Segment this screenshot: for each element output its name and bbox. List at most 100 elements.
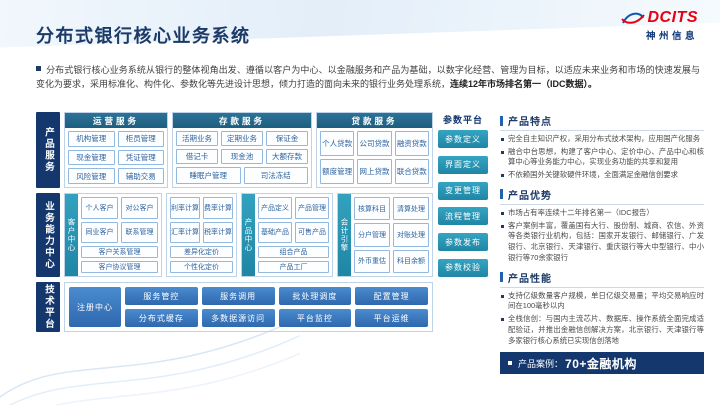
case-square-icon xyxy=(508,361,512,366)
row-product-services: 产品服务 运营服务 机构管理柜员管理现金管理凭证管理风险管理辅助交易 存款服务 … xyxy=(36,112,433,188)
product-center-strip: 产品中心 xyxy=(242,194,255,276)
accounting-engine-strip: 会计引擎 xyxy=(338,194,351,276)
module-box: 税率计算 xyxy=(203,221,233,243)
group-operations-title: 运营服务 xyxy=(65,113,167,128)
parameter-platform-title: 参数平台 xyxy=(442,115,483,125)
group-accounting-center: 会计引擎 核算科目清算处理分户管理对账处理外币重估科目余额 xyxy=(337,193,433,277)
row-label-product-services: 产品服务 xyxy=(36,112,60,188)
module-box: 辅助交易 xyxy=(117,168,164,184)
module-box: 基础产品 xyxy=(258,221,292,243)
module-box: 外币重估 xyxy=(354,249,390,273)
group-tech-platform: 注册中心 服务管控服务调用批处理调度配置管理 分布式缓存多数据源访问平台监控平台… xyxy=(64,282,433,332)
module-box: 借记卡 xyxy=(176,149,218,165)
section-title: 产品性能 xyxy=(508,273,552,285)
section-title: 产品优势 xyxy=(508,190,552,202)
module-box: 组合产品 xyxy=(258,246,329,258)
case-value: 70+金融机构 xyxy=(565,356,637,371)
product-cases-banner: 产品案例： 70+金融机构 xyxy=(500,352,704,375)
module-box: 客户协议管理 xyxy=(81,261,158,273)
module-box: 客户关系管理 xyxy=(81,246,158,258)
bullet-item: 完全自主知识产权，采用分布式技术架构，应用国产化服务 xyxy=(500,134,704,145)
module-box: 对账处理 xyxy=(393,223,429,247)
row-capability-center: 业务能力中心 客户中心 个人客户对公客户同业客户联系管理 客户关系管理客户协议管… xyxy=(36,193,433,277)
bullet-item: 全栈信创：与国内主流芯片、数据库、操作系统全面完成适配验证，并推出金融信创解决方… xyxy=(500,314,704,346)
section-product-advantages: 产品优势 市场占有率连续十二年排名第一（IDC报告）客户案例丰富，覆盖国有大行、… xyxy=(500,187,704,264)
module-box: 机构管理 xyxy=(68,131,115,147)
module-box: 核算科目 xyxy=(354,197,390,221)
group-parameter-platform: 参数平台 参数定义界面定义变更管理流程管理参数发布参数校验 xyxy=(438,112,488,277)
section-title: 产品特点 xyxy=(508,117,552,128)
parameter-box: 参数校验 xyxy=(438,258,488,277)
section-product-features: 产品特点 完全自主知识产权，采用分布式技术架构，应用国产化服务融合中台思想，构建… xyxy=(500,113,704,181)
case-label: 产品案例： xyxy=(518,358,564,369)
bullet-square-icon xyxy=(36,66,41,71)
group-loans: 贷款服务 个人贷款公司贷款融资贷款额度管理网上贷款联合贷款 xyxy=(316,112,433,188)
module-box: 产品定义 xyxy=(258,197,292,219)
module-box: 个性化定价 xyxy=(170,261,233,273)
brand-logo: DCITS 神州信息 xyxy=(620,9,699,42)
brand-name: DCITS xyxy=(647,9,698,26)
module-box: 现金管理 xyxy=(68,149,115,166)
tech-module-box: 配置管理 xyxy=(355,287,428,305)
module-box: 同业客户 xyxy=(81,221,118,243)
module-box: 额度管理 xyxy=(320,159,355,184)
module-box: 对公客户 xyxy=(121,197,158,219)
section-accent-bar xyxy=(500,115,503,126)
section-product-performance: 产品性能 支持亿级数量客户规模，单日亿级交易量；平均交易响应时间在100毫秒以内… xyxy=(500,270,704,347)
module-box: 大额存款 xyxy=(266,149,308,165)
row-tech-platform: 技术平台 注册中心 服务管控服务调用批处理调度配置管理 分布式缓存多数据源访问平… xyxy=(36,282,433,332)
tech-module-box: 服务管控 xyxy=(125,287,198,305)
parameter-box: 参数定义 xyxy=(438,130,488,148)
customer-center-strip: 客户中心 xyxy=(65,194,78,276)
module-box: 风险管理 xyxy=(68,168,115,184)
module-box: 公司贷款 xyxy=(357,131,392,156)
module-box: 个人客户 xyxy=(81,197,118,219)
module-box: 个人贷款 xyxy=(320,131,355,156)
info-sidebar: 产品特点 完全自主知识产权，采用分布式技术架构，应用国产化服务融合中台思想，构建… xyxy=(500,113,704,375)
module-box: 现金池 xyxy=(221,149,263,165)
module-box: 产品工厂 xyxy=(258,261,329,273)
module-box: 科目余额 xyxy=(393,249,429,273)
bullet-item: 支持亿级数量客户规模，单日亿级交易量；平均交易响应时间在100毫秒以内 xyxy=(500,291,704,312)
tech-module-box: 分布式缓存 xyxy=(125,309,198,327)
parameter-box: 流程管理 xyxy=(438,207,488,226)
group-product-center: 产品中心 产品定义产品管理基础产品可售产品 组合产品产品工厂 xyxy=(241,193,333,277)
module-box: 可售产品 xyxy=(295,221,329,243)
parameter-box: 界面定义 xyxy=(438,155,488,174)
module-box: 凭证管理 xyxy=(117,149,164,166)
module-box: 定期业务 xyxy=(221,131,263,147)
module-box: 分户管理 xyxy=(354,223,390,247)
section-accent-bar xyxy=(500,272,503,283)
module-box: 柜员管理 xyxy=(117,131,164,147)
bullet-item: 融合中台思想，构建了客户中心、定价中心、产品中心和核算中心等业务能力中心，实现业… xyxy=(500,147,704,168)
group-loans-title: 贷款服务 xyxy=(317,113,432,128)
tech-module-box: 平台监控 xyxy=(278,309,352,327)
parameter-box: 参数发布 xyxy=(438,233,488,252)
module-box: 保证金 xyxy=(266,131,308,147)
tech-module-box: 平台运维 xyxy=(355,309,428,327)
module-box: 联合贷款 xyxy=(394,159,429,184)
group-operations: 运营服务 机构管理柜员管理现金管理凭证管理风险管理辅助交易 xyxy=(64,112,168,188)
bullet-item: 市场占有率连续十二年排名第一（IDC报告） xyxy=(500,208,704,219)
module-box: 联系管理 xyxy=(121,221,158,243)
group-deposits: 存款服务 活期业务定期业务保证金借记卡现金池大额存款 睡眠户管理司法冻结 xyxy=(172,112,312,188)
tech-module-box: 多数据源访问 xyxy=(201,309,275,327)
row-label-tech-platform: 技术平台 xyxy=(36,282,60,332)
module-box: 融资贷款 xyxy=(394,131,429,156)
page-title: 分布式银行核心业务系统 xyxy=(36,26,251,46)
parameter-box: 变更管理 xyxy=(438,181,488,200)
section-accent-bar xyxy=(500,189,503,200)
registry-center-box: 注册中心 xyxy=(69,287,121,327)
module-box: 清算处理 xyxy=(393,197,429,221)
tech-module-box: 批处理调度 xyxy=(278,287,352,305)
logo-swoosh-icon xyxy=(620,12,645,24)
group-pricing-center: 利率计算费率计算汇率计算税率计算 差异化定价个性化定价 xyxy=(166,193,237,277)
module-box: 睡眠户管理 xyxy=(176,167,241,184)
module-box: 活期业务 xyxy=(176,131,218,147)
intro-paragraph: 分布式银行核心业务系统从银行的整体视角出发、遵循以客户为中心、以金融服务和产品为… xyxy=(36,63,700,92)
module-box: 差异化定价 xyxy=(170,246,233,258)
intro-text: 分布式银行核心业务系统从银行的整体视角出发、遵循以客户为中心、以金融服务和产品为… xyxy=(36,65,700,90)
brand-name-cn: 神州信息 xyxy=(645,31,698,42)
module-box: 费率计算 xyxy=(203,197,233,219)
